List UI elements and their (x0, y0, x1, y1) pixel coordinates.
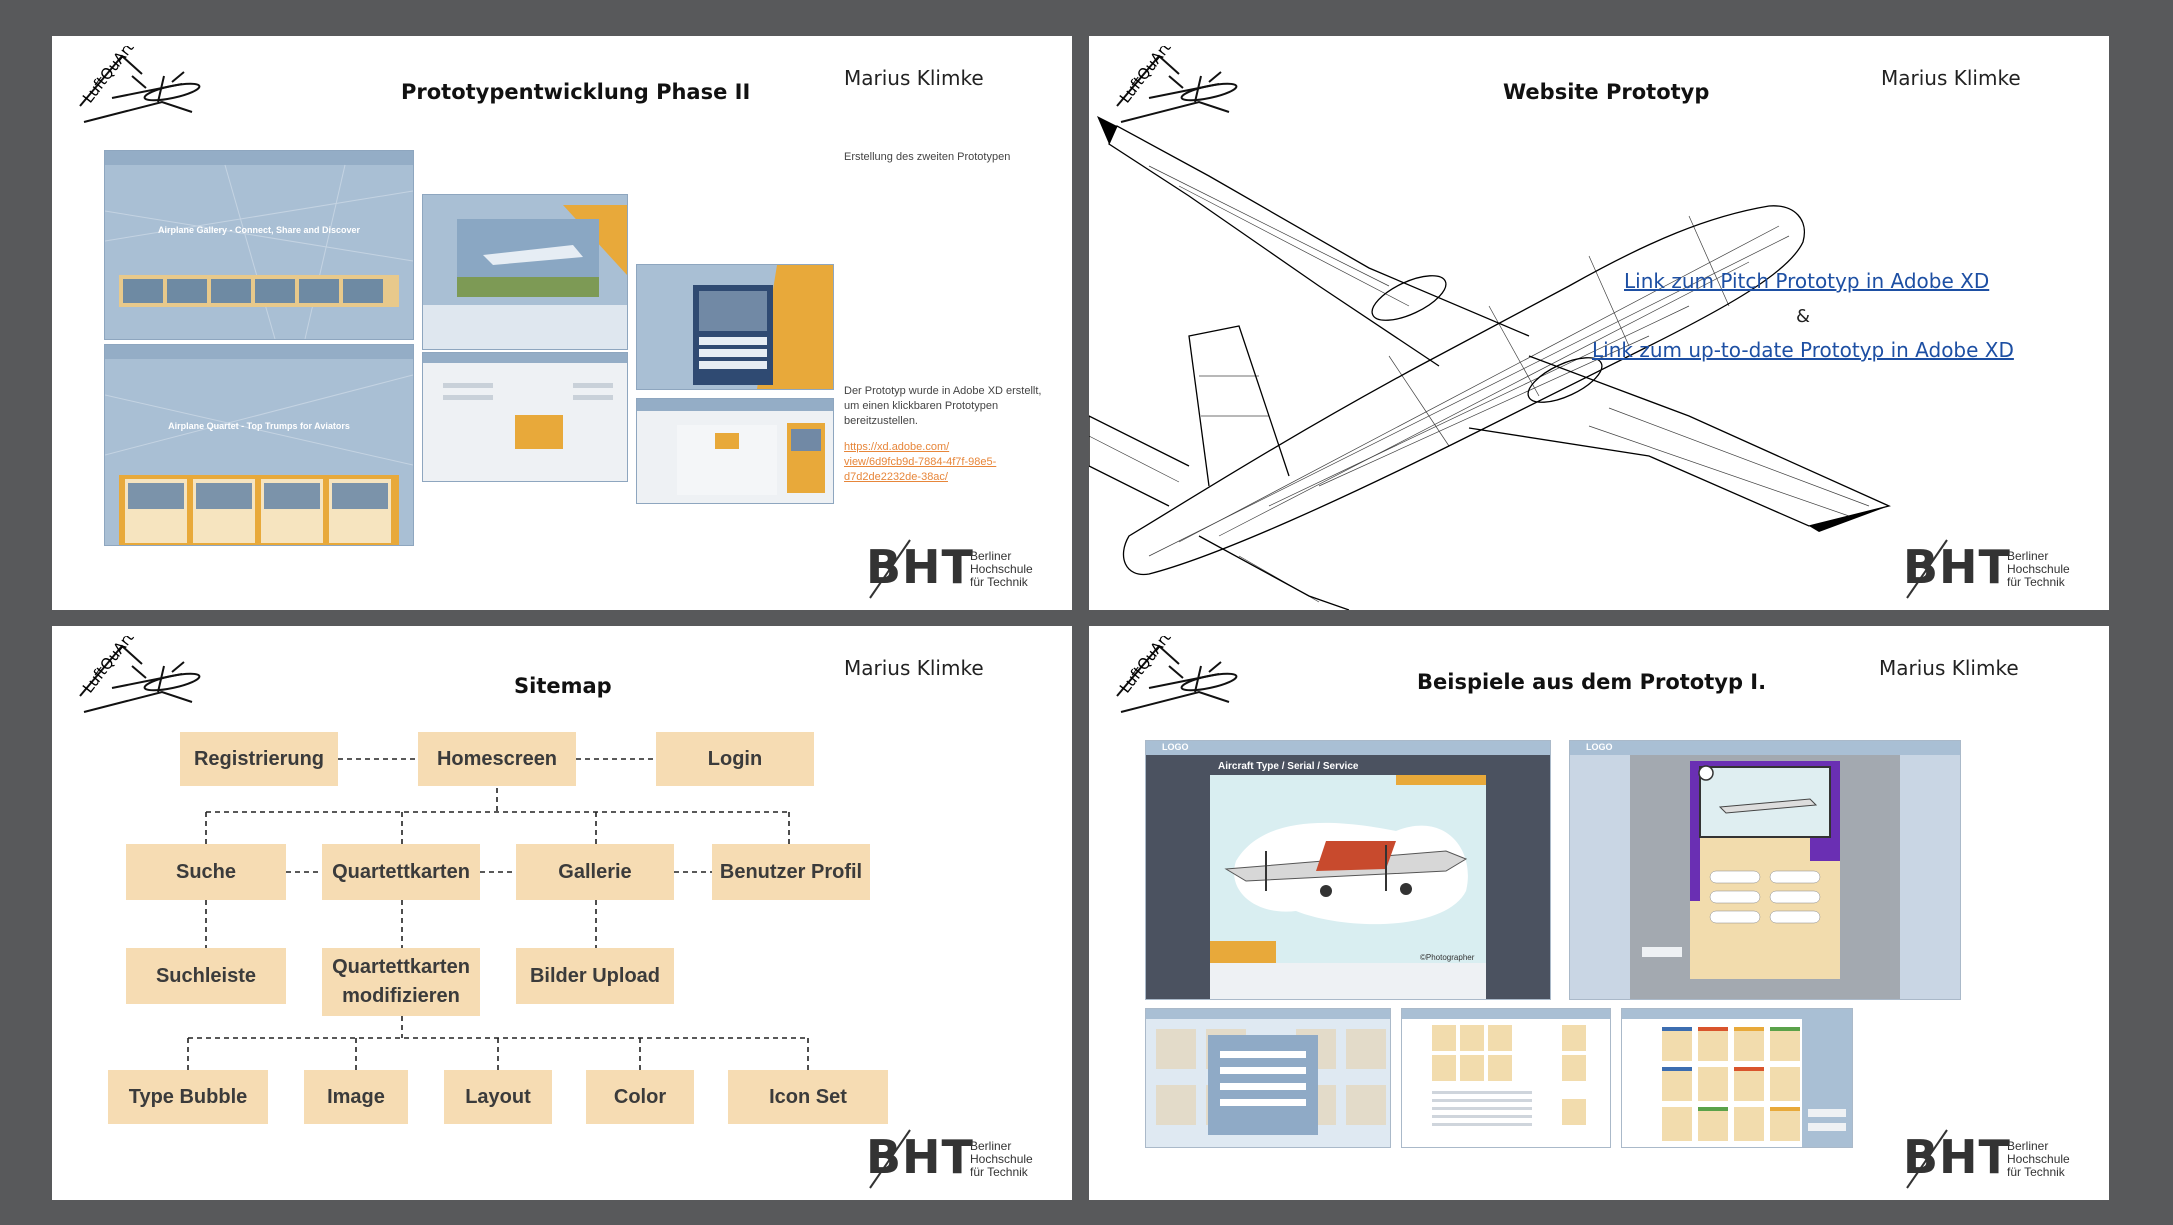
slide-title: Website Prototyp (1503, 80, 1710, 104)
slide-subtitle: Erstellung des zweiten Prototypen (844, 151, 1011, 163)
node-layout: Layout (444, 1070, 552, 1124)
ampersand: & (1796, 306, 1811, 327)
aircraft-detail-screenshot: LOGO Aircraft Type / Serial / Service ©P… (1145, 740, 1551, 1000)
shot-heading: Aircraft Type / Serial / Service (1218, 761, 1359, 772)
luftquart-logo-icon: LuftQuArt (1116, 636, 1238, 713)
bht-logo: BHT Berliner Hochschule für Technik (866, 1126, 1046, 1192)
luftquart-logo-icon: LuftQuArt (1116, 46, 1238, 123)
shot-logo: LOGO (1162, 742, 1189, 752)
slide-prototype-examples: LuftQuArt Beispiele aus dem Prototyp I. … (1089, 626, 2109, 1200)
node-type-bubble: Type Bubble (108, 1070, 268, 1124)
bht-slash-icon (869, 1129, 911, 1189)
node-suchleiste: Suchleiste (126, 948, 286, 1004)
luftquart-logo-icon: LuftQuArt (79, 636, 201, 713)
svg-text:LuftQuArt: LuftQuArt (79, 46, 138, 106)
slide-website-prototype: LuftQuArt Website Prototyp Marius Klimke… (1089, 36, 2109, 610)
slide-sitemap: LuftQuArt Sitemap Marius Klimke (52, 626, 1072, 1200)
node-gallerie: Gallerie (516, 844, 674, 900)
slide-title: Beispiele aus dem Prototyp I. (1417, 670, 1767, 694)
card-edit-screenshot: LOGO (1569, 740, 1961, 1000)
bht-slash-icon (1906, 539, 1948, 599)
shot-logo: LOGO (1586, 742, 1613, 752)
uptodate-prototype-link[interactable]: Link zum up-to-date Prototyp in Adobe XD (1592, 338, 2014, 362)
quartet-screen-thumbnail: Airplane Quartet - Top Trumps for Aviato… (104, 344, 414, 546)
node-icon-set: Icon Set (728, 1070, 888, 1124)
upload-screen-thumbnail (422, 352, 628, 482)
node-homescreen: Homescreen (418, 732, 576, 786)
airplane-detail-thumbnail (422, 194, 628, 350)
pitch-prototype-link[interactable]: Link zum Pitch Prototyp in Adobe XD (1624, 269, 1990, 293)
node-login: Login (656, 732, 814, 786)
node-benutzer-profil: Benutzer Profil (712, 844, 870, 900)
card-collection-screenshot (1621, 1008, 1853, 1148)
node-suche: Suche (126, 844, 286, 900)
bht-logo: BHT Berliner Hochschule für Technik (866, 536, 1046, 602)
slide-title: Sitemap (514, 674, 612, 698)
card-edit-thumbnail (636, 264, 834, 390)
adobe-xd-link[interactable]: https://xd.adobe.com/ view/6d9fcb9d-7884… (844, 441, 997, 483)
bht-slash-icon (1906, 1129, 1948, 1189)
slide-prototype-phase-2: LuftQuArt Prototypentwicklung Phase II M… (52, 36, 1072, 610)
gallery-screen-thumbnail: Airplane Gallery - Connect, Share and Di… (104, 150, 414, 340)
author-name: Marius Klimke (1881, 66, 2021, 90)
luftquart-logo-icon: LuftQuArt (79, 46, 201, 123)
card-list-screenshot (1401, 1008, 1611, 1148)
node-image: Image (304, 1070, 408, 1124)
author-name: Marius Klimke (844, 656, 984, 680)
node-bilder-upload: Bilder Upload (516, 948, 674, 1004)
bht-slash-icon (869, 539, 911, 599)
login-screenshot (1145, 1008, 1391, 1148)
bht-logo: BHT Berliner Hochschule für Technik (1903, 536, 2083, 602)
node-quartettkarten-modifizieren: Quartettkarten modifizieren (322, 948, 480, 1016)
node-color: Color (586, 1070, 694, 1124)
author-name: Marius Klimke (844, 66, 984, 90)
gallery-heading: Airplane Gallery - Connect, Share and Di… (157, 225, 361, 235)
prototype-note: Der Prototyp wurde in Adobe XD erstellt,… (844, 385, 1042, 427)
photo-credit: ©Photographer (1420, 953, 1475, 962)
bht-logo: BHT Berliner Hochschule für Technik (1903, 1126, 2083, 1192)
svg-text:LuftQuArt: LuftQuArt (1116, 636, 1175, 696)
wireframe-airplane-image (1089, 116, 1891, 610)
create-card-thumbnail (636, 398, 834, 504)
sitemap-connectors (187, 758, 809, 1070)
quartet-heading: Airplane Quartet - Top Trumps for Aviato… (168, 421, 350, 431)
node-registrierung: Registrierung (180, 732, 338, 786)
author-name: Marius Klimke (1879, 656, 2019, 680)
svg-text:LuftQuArt: LuftQuArt (1116, 46, 1175, 106)
node-quartettkarten: Quartettkarten (322, 844, 480, 900)
slide-title: Prototypentwicklung Phase II (401, 80, 751, 104)
